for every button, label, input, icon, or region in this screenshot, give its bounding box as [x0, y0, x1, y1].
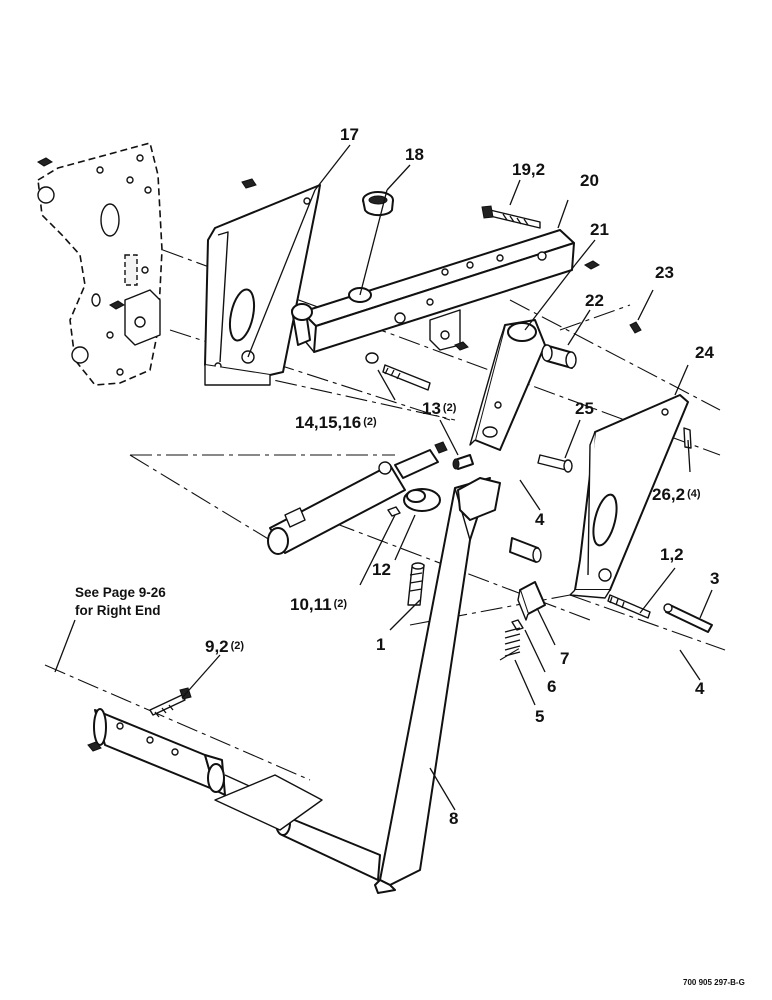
callout-19-2: 19,2 — [512, 160, 545, 179]
callout-5: 5 — [535, 707, 544, 726]
right-mount-plate-24 — [569, 394, 689, 599]
callout-21: 21 — [590, 220, 609, 239]
nut-10 — [387, 506, 401, 517]
bolt-14 — [365, 352, 431, 391]
callout-1: 1 — [376, 635, 385, 654]
bushing-22 — [541, 344, 577, 369]
bolt-1-2 — [607, 594, 651, 619]
leader-lines — [54, 144, 713, 811]
figure-number: 700 905 297-B-G — [683, 978, 745, 987]
callout-6: 6 — [547, 677, 556, 696]
callout-1-2: 1,2 — [660, 545, 684, 564]
upright-tube-8 — [374, 477, 542, 894]
callout-9-2: 9,2(2) — [205, 637, 244, 656]
lift-cylinder — [267, 441, 448, 555]
callout-10-11: 10,11(2) — [290, 595, 347, 614]
note-line-1: See Page 9-26 — [75, 585, 166, 600]
note-line-2: for Right End — [75, 603, 160, 618]
callout-23: 23 — [655, 263, 674, 282]
clip-23 — [629, 321, 642, 334]
callout-20: 20 — [580, 171, 599, 190]
left-mount-plate-17 — [204, 178, 321, 386]
callout-4-upper: 4 — [535, 510, 545, 529]
callout-26-2: 26,2(4) — [652, 485, 701, 504]
pivot-tube — [87, 687, 381, 881]
callout-7: 7 — [560, 649, 569, 668]
bolt-25 — [537, 454, 573, 473]
callout-18: 18 — [405, 145, 424, 164]
callout-13: 13(2) — [422, 399, 457, 418]
callout-14-15-16: 14,15,16(2) — [295, 413, 377, 432]
callout-12: 12 — [372, 560, 391, 579]
callout-25: 25 — [575, 399, 594, 418]
callout-24: 24 — [695, 343, 714, 362]
cap-18 — [362, 191, 394, 217]
callout-labels: 17 18 19,2 20 21 22 23 24 25 14,15,16(2)… — [205, 125, 719, 828]
bolt-26 — [683, 427, 692, 449]
spring-5 — [504, 627, 521, 657]
cap-7 — [517, 581, 546, 621]
pin-3 — [663, 603, 713, 633]
bolt-19 — [481, 205, 541, 229]
callout-4-lower: 4 — [695, 679, 705, 698]
cross-reference-note: See Page 9-26 for Right End — [75, 585, 166, 618]
callout-8: 8 — [449, 809, 458, 828]
pin-1 — [407, 562, 425, 606]
left-frame-plate-reference — [37, 142, 163, 386]
cross-beam-20 — [291, 229, 600, 353]
anchor-plate-12 — [403, 488, 441, 512]
callout-3: 3 — [710, 569, 719, 588]
pin-13 — [452, 454, 474, 470]
spring-6 — [511, 619, 524, 631]
bellcrank-arm-21 — [469, 319, 546, 451]
callout-17: 17 — [340, 125, 359, 144]
callout-22: 22 — [585, 291, 604, 310]
